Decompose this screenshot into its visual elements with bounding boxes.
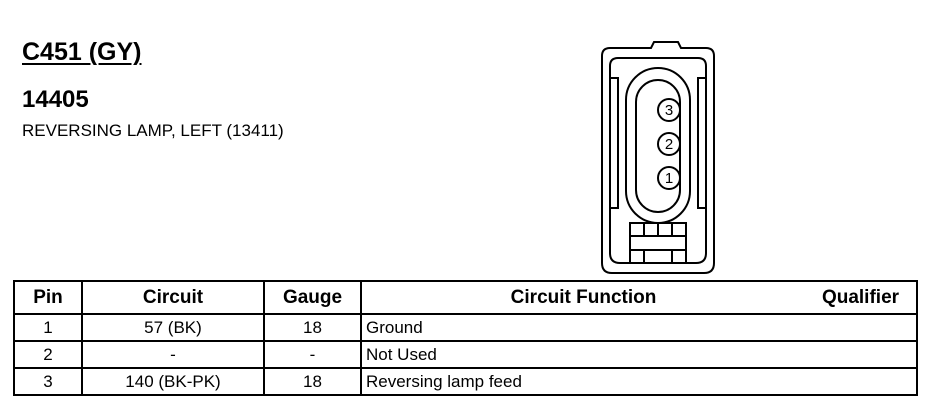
pin-2-label: 2 [665, 136, 673, 153]
qualifier-cell [805, 340, 918, 369]
pin-1-cavity [657, 166, 681, 190]
pin-table: Pin Circuit Gauge Circuit Function Quali… [13, 280, 918, 396]
column-header-gauge: Gauge [263, 280, 362, 315]
circuit-function-cell: Ground [360, 313, 805, 342]
circuit-cell: 140 (BK-PK) [81, 367, 265, 396]
connector-inner-housing [609, 57, 707, 264]
circuit-cell: 57 (BK) [81, 313, 265, 342]
gauge-cell: 18 [263, 313, 362, 342]
pin-1-label: 1 [665, 170, 673, 187]
connector-left-tab [610, 77, 619, 209]
table-row: 3 140 (BK-PK) 18 Reversing lamp feed [13, 367, 918, 396]
connector-outer-housing [601, 41, 715, 274]
qualifier-cell [805, 313, 918, 342]
column-header-circuit-function: Circuit Function [360, 280, 805, 315]
table-header-row: Pin Circuit Gauge Circuit Function Quali… [13, 280, 918, 315]
circuit-function-cell: Reversing lamp feed [360, 367, 805, 396]
table-row: 2 - - Not Used [13, 340, 918, 369]
pin-3-label: 3 [665, 102, 673, 119]
gauge-cell: 18 [263, 367, 362, 396]
gauge-cell: - [263, 340, 362, 369]
connector-id-title: C451 (GY) [22, 38, 142, 66]
connector-right-tab [697, 77, 706, 209]
pin-cell: 2 [13, 340, 83, 369]
pin-cell: 3 [13, 367, 83, 396]
column-header-circuit: Circuit [81, 280, 265, 315]
circuit-cell: - [81, 340, 265, 369]
column-header-pin: Pin [13, 280, 83, 315]
component-description: REVERSING LAMP, LEFT (13411) [22, 121, 284, 140]
part-number: 14405 [22, 86, 89, 113]
pin-cell: 1 [13, 313, 83, 342]
pin-3-cavity [657, 98, 681, 122]
qualifier-cell [805, 367, 918, 396]
circuit-function-cell: Not Used [360, 340, 805, 369]
column-header-qualifier: Qualifier [805, 280, 918, 315]
table-row: 1 57 (BK) 18 Ground [13, 313, 918, 342]
connector-face-diagram: 3 2 1 [601, 41, 715, 274]
pin-2-cavity [657, 132, 681, 156]
